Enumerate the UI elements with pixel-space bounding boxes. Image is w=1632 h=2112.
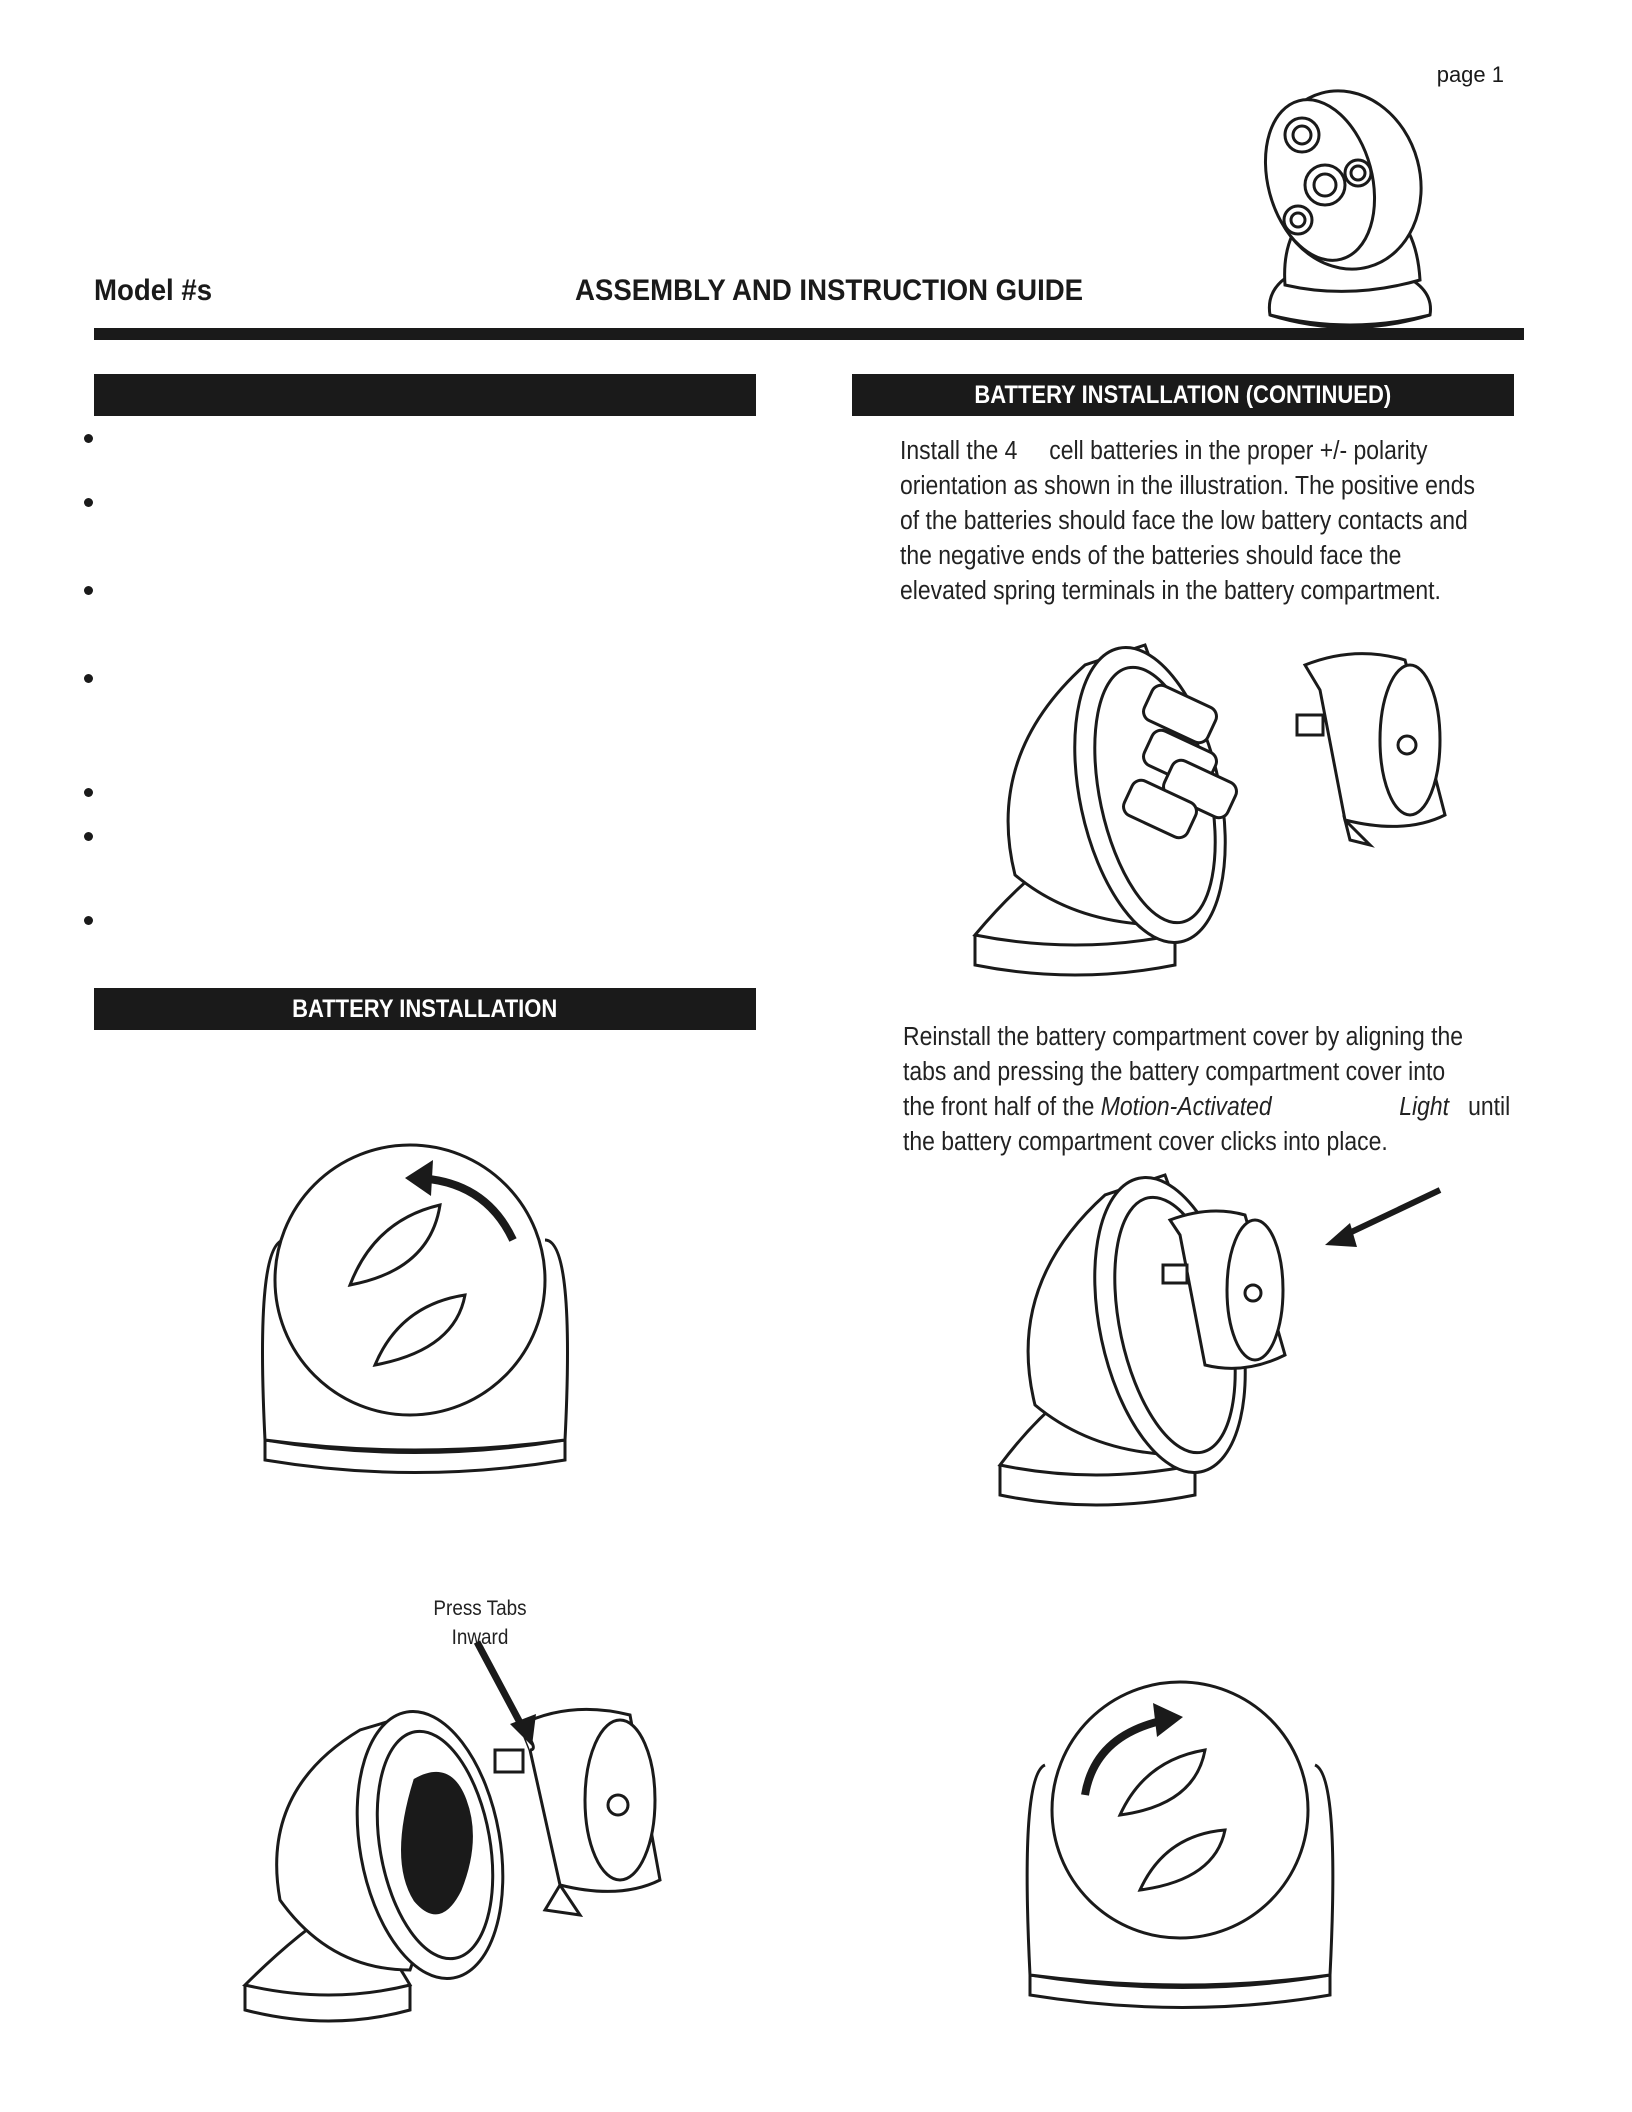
product-light-illustration — [1240, 85, 1460, 335]
list-item — [80, 430, 94, 444]
list-item — [80, 828, 94, 842]
list-item — [80, 582, 94, 596]
reinstall-cover-paragraph: Reinstall the battery compartment cover … — [903, 1023, 1511, 1156]
list-item — [80, 912, 94, 926]
battery-install-paragraph: Install the 4 cell batteries in the prop… — [900, 437, 1475, 605]
press-tabs-label: Press Tabs Inward — [433, 1597, 527, 1649]
rotate-closed-illustration — [1025, 1685, 1345, 2015]
list-item — [80, 784, 94, 798]
header-rule — [94, 328, 1524, 340]
page-number: page 1 — [1436, 62, 1504, 87]
rotate-cover-illustration — [255, 1140, 595, 1480]
remove-cover-illustration — [240, 1640, 670, 2035]
section-header-blank — [94, 374, 756, 416]
insert-cover-illustration — [995, 1175, 1450, 1515]
section-header-battery-installation: BATTERY INSTALLATION — [94, 988, 756, 1030]
model-label: Model #s — [94, 274, 213, 307]
page-title: ASSEMBLY AND INSTRUCTION GUIDE — [575, 274, 1084, 307]
battery-polarity-illustration — [975, 645, 1475, 985]
list-item — [80, 670, 94, 684]
section-header-battery-continued: BATTERY INSTALLATION (CONTINUED) — [852, 374, 1514, 416]
list-item — [80, 494, 94, 508]
